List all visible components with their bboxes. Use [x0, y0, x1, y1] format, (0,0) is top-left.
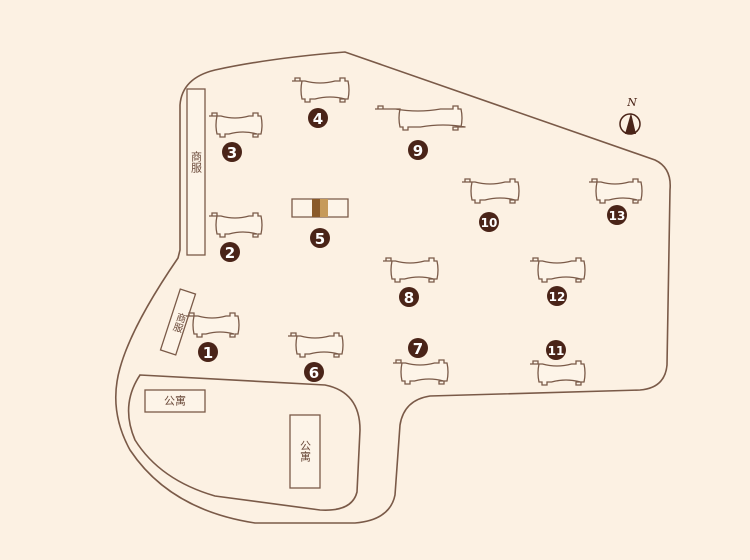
compass: N — [619, 96, 641, 135]
building-number: 6 — [309, 364, 319, 382]
commercial-building-south[interactable]: 商服 — [159, 288, 197, 356]
building-2[interactable]: 2 — [209, 212, 263, 262]
building-number-badge — [607, 205, 627, 225]
building-10[interactable]: 10 — [462, 178, 520, 232]
building-7[interactable]: 7 — [393, 338, 449, 385]
building-number-badge — [479, 212, 499, 232]
building-9[interactable]: 9 — [375, 105, 466, 160]
building-outline — [186, 312, 240, 338]
building-number-badge — [310, 228, 330, 248]
building-outline — [383, 257, 439, 283]
building-outline — [462, 178, 520, 204]
building-number-badge — [547, 286, 567, 306]
building-number: 9 — [413, 142, 423, 160]
building-5[interactable]: 5 — [291, 198, 349, 248]
building-1[interactable]: 1 — [186, 312, 240, 362]
highlighted-unit — [320, 199, 328, 217]
building-number-badge — [198, 342, 218, 362]
compass-north-label: N — [626, 96, 637, 109]
building-number-badge — [408, 338, 428, 358]
building-number-badge — [304, 362, 324, 382]
building-outline — [589, 178, 643, 204]
building-number-badge — [220, 242, 240, 262]
building-6[interactable]: 6 — [288, 332, 344, 382]
building-11[interactable]: 11 — [530, 340, 586, 386]
building-outline — [393, 359, 449, 385]
building-outline — [530, 257, 586, 283]
building-number-badge — [222, 142, 242, 162]
apartment-label: 公寓 — [299, 440, 312, 463]
building-number: 12 — [549, 290, 566, 304]
building-number-badge — [408, 140, 428, 160]
apartment-building-west[interactable]: 公寓 — [144, 389, 206, 413]
building-4[interactable]: 4 — [292, 77, 350, 128]
building-outline — [209, 112, 263, 138]
building-number-badge — [308, 108, 328, 128]
building-13[interactable]: 13 — [589, 178, 643, 225]
building-number: 4 — [313, 110, 323, 128]
site-boundary — [115, 51, 672, 524]
highlighted-unit — [312, 199, 320, 217]
building-number: 11 — [548, 344, 565, 358]
building-number: 8 — [404, 289, 414, 307]
apartment-label: 公寓 — [164, 394, 186, 408]
building-12[interactable]: 12 — [530, 257, 586, 306]
commercial-label: 商服 — [190, 150, 203, 174]
building-number: 7 — [413, 340, 423, 358]
apartment-loop-road — [127, 374, 361, 511]
building-number: 1 — [203, 344, 213, 362]
building-number-badge — [546, 340, 566, 360]
apartment-building-south[interactable]: 公寓 — [289, 414, 321, 489]
building-number: 3 — [227, 144, 237, 162]
building-outline — [375, 105, 466, 131]
building-8[interactable]: 8 — [383, 257, 439, 307]
building-outline — [288, 332, 344, 358]
building-outline — [292, 77, 350, 103]
building-number-badge — [399, 287, 419, 307]
building-number: 10 — [481, 216, 498, 230]
building-outline — [530, 360, 586, 386]
building-outline — [209, 212, 263, 238]
building-number: 13 — [609, 209, 626, 223]
building-number: 5 — [315, 230, 325, 248]
commercial-building-north[interactable]: 商服 — [186, 88, 206, 256]
building-3[interactable]: 3 — [209, 112, 263, 162]
building-number: 2 — [225, 244, 235, 262]
